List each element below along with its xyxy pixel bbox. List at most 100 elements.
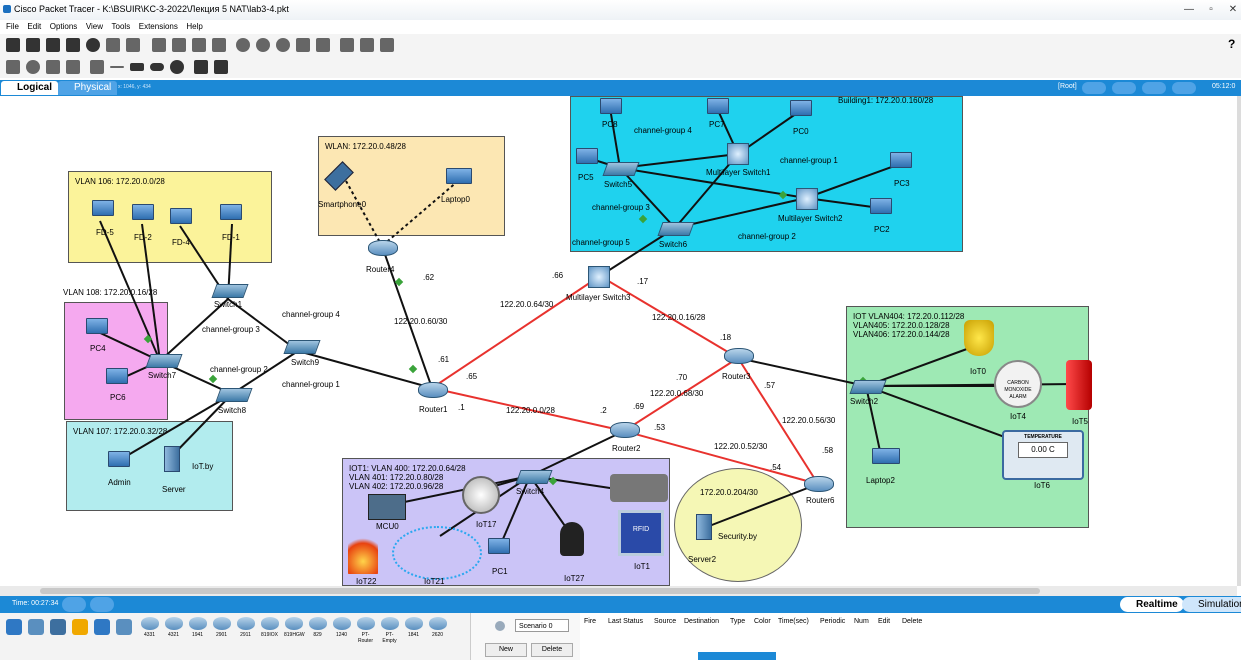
iot5-device[interactable] [1066, 360, 1092, 410]
model-2901[interactable]: 2901 [212, 617, 231, 643]
menu-view[interactable]: View [85, 22, 104, 31]
model-819hgw[interactable]: 819HGW [284, 617, 305, 643]
admin-device[interactable] [108, 451, 130, 467]
pc2-device[interactable] [870, 198, 892, 214]
model-2911[interactable]: 2911 [236, 617, 255, 643]
print-icon[interactable] [66, 38, 80, 52]
activity-wizard-icon[interactable] [126, 38, 140, 52]
drawing-palette-icon[interactable] [296, 38, 310, 52]
inspect-icon[interactable] [26, 60, 40, 74]
switch7-device[interactable] [145, 354, 183, 368]
iot0-device[interactable] [964, 320, 994, 356]
router1-device[interactable] [418, 382, 448, 398]
model-1941[interactable]: 1941 [188, 617, 207, 643]
help-icon[interactable]: ? [1228, 37, 1236, 51]
menu-tools[interactable]: Tools [111, 22, 131, 31]
minimize-button[interactable]: — [1184, 4, 1194, 15]
mls3-device[interactable] [588, 266, 610, 288]
pc6-device[interactable] [106, 368, 128, 384]
router2-device[interactable] [610, 422, 640, 438]
menu-options[interactable]: Options [49, 22, 78, 31]
save-icon[interactable] [46, 38, 60, 52]
switch8-device[interactable] [215, 388, 253, 402]
router6-device[interactable] [804, 476, 834, 492]
components-icon[interactable] [50, 619, 66, 635]
switch4-device[interactable] [515, 470, 553, 484]
add-simple-pdu-icon[interactable] [194, 60, 208, 74]
power-cycle-button[interactable] [62, 597, 86, 612]
mls2-device[interactable] [796, 188, 818, 210]
menu-extensions[interactable]: Extensions [138, 22, 178, 31]
pc0-device[interactable] [790, 100, 812, 116]
new-icon[interactable] [6, 38, 20, 52]
delete-icon[interactable] [46, 60, 60, 74]
fast-forward-button[interactable] [90, 597, 114, 612]
pc5-device[interactable] [576, 148, 598, 164]
fd5-device[interactable] [92, 200, 114, 216]
copy-icon[interactable] [152, 38, 166, 52]
zoom-reset-icon[interactable] [256, 38, 270, 52]
network-wizard-icon[interactable] [106, 38, 120, 52]
pc3-device[interactable] [890, 152, 912, 168]
pdu-toggle-button[interactable] [698, 652, 776, 660]
maximize-button[interactable]: ▫ [1209, 4, 1213, 15]
cluster-icon[interactable] [340, 38, 354, 52]
freeform-icon[interactable] [170, 60, 184, 74]
add-complex-pdu-icon[interactable] [214, 60, 228, 74]
tab-physical[interactable]: Physical [58, 81, 118, 95]
console-icon[interactable] [360, 38, 374, 52]
scenario-info-icon[interactable] [495, 621, 505, 631]
iot22-device[interactable] [348, 532, 378, 574]
line-icon[interactable] [110, 66, 124, 68]
model-pt-empty[interactable]: PT-Empty [380, 617, 399, 644]
pc4-device[interactable] [86, 318, 108, 334]
ellipse-icon[interactable] [150, 63, 164, 71]
vertical-scrollbar[interactable] [1237, 96, 1241, 586]
model-829[interactable]: 829 [308, 617, 327, 643]
move-object-button[interactable] [1142, 82, 1166, 94]
fd1-device[interactable] [220, 204, 242, 220]
scroll-thumb[interactable] [40, 588, 1040, 594]
select-icon[interactable] [6, 60, 20, 74]
pc1-device[interactable] [488, 538, 510, 554]
pc8-device[interactable] [600, 98, 622, 114]
model-pt-router[interactable]: PT-Router [356, 617, 375, 644]
iot1-device[interactable]: RFID [618, 510, 664, 556]
close-button[interactable]: ✕ [1228, 4, 1238, 15]
model-1841[interactable]: 1841 [404, 617, 423, 643]
simulation-button[interactable]: Simulation [1182, 597, 1241, 612]
horizontal-scrollbar[interactable] [0, 586, 1237, 596]
tab-logical[interactable]: Logical [1, 81, 59, 95]
paste-icon[interactable] [172, 38, 186, 52]
info-icon[interactable] [86, 38, 100, 52]
model-4331[interactable]: 4331 [140, 617, 159, 643]
rfid-reader-device[interactable] [610, 474, 668, 502]
redo-icon[interactable] [212, 38, 226, 52]
new-cluster-button[interactable] [1112, 82, 1136, 94]
switch6-device[interactable] [657, 222, 695, 236]
model-2620[interactable]: 2620 [428, 617, 447, 643]
delete-scenario-button[interactable]: Delete [531, 643, 573, 657]
end-devices-icon[interactable] [28, 619, 44, 635]
model-4321[interactable]: 4321 [164, 617, 183, 643]
open-icon[interactable] [26, 38, 40, 52]
switch2-device[interactable] [849, 380, 887, 394]
realtime-button[interactable]: Realtime [1120, 597, 1184, 612]
server-device[interactable] [164, 446, 180, 472]
viewport-icon[interactable] [380, 38, 394, 52]
iot6-device[interactable]: TEMPERATURE 0.00 C [1002, 430, 1084, 480]
custom-devices-icon[interactable] [316, 38, 330, 52]
server2-device[interactable] [696, 514, 712, 540]
switch9-device[interactable] [283, 340, 321, 354]
multiuser-icon[interactable] [116, 619, 132, 635]
connections-icon[interactable] [72, 619, 88, 635]
menu-file[interactable]: File [6, 22, 19, 31]
logical-workspace[interactable]: WLAN: 172.20.0.48/28 VLAN 106: 172.20.0.… [0, 96, 1237, 586]
pc7-device[interactable] [707, 98, 729, 114]
scenario-select[interactable]: Scenario 0 [515, 619, 569, 632]
laptop0-device[interactable] [446, 168, 472, 184]
menu-edit[interactable]: Edit [27, 22, 42, 31]
misc-icon[interactable] [94, 619, 110, 635]
new-scenario-button[interactable]: New [485, 643, 527, 657]
note-icon[interactable] [90, 60, 104, 74]
